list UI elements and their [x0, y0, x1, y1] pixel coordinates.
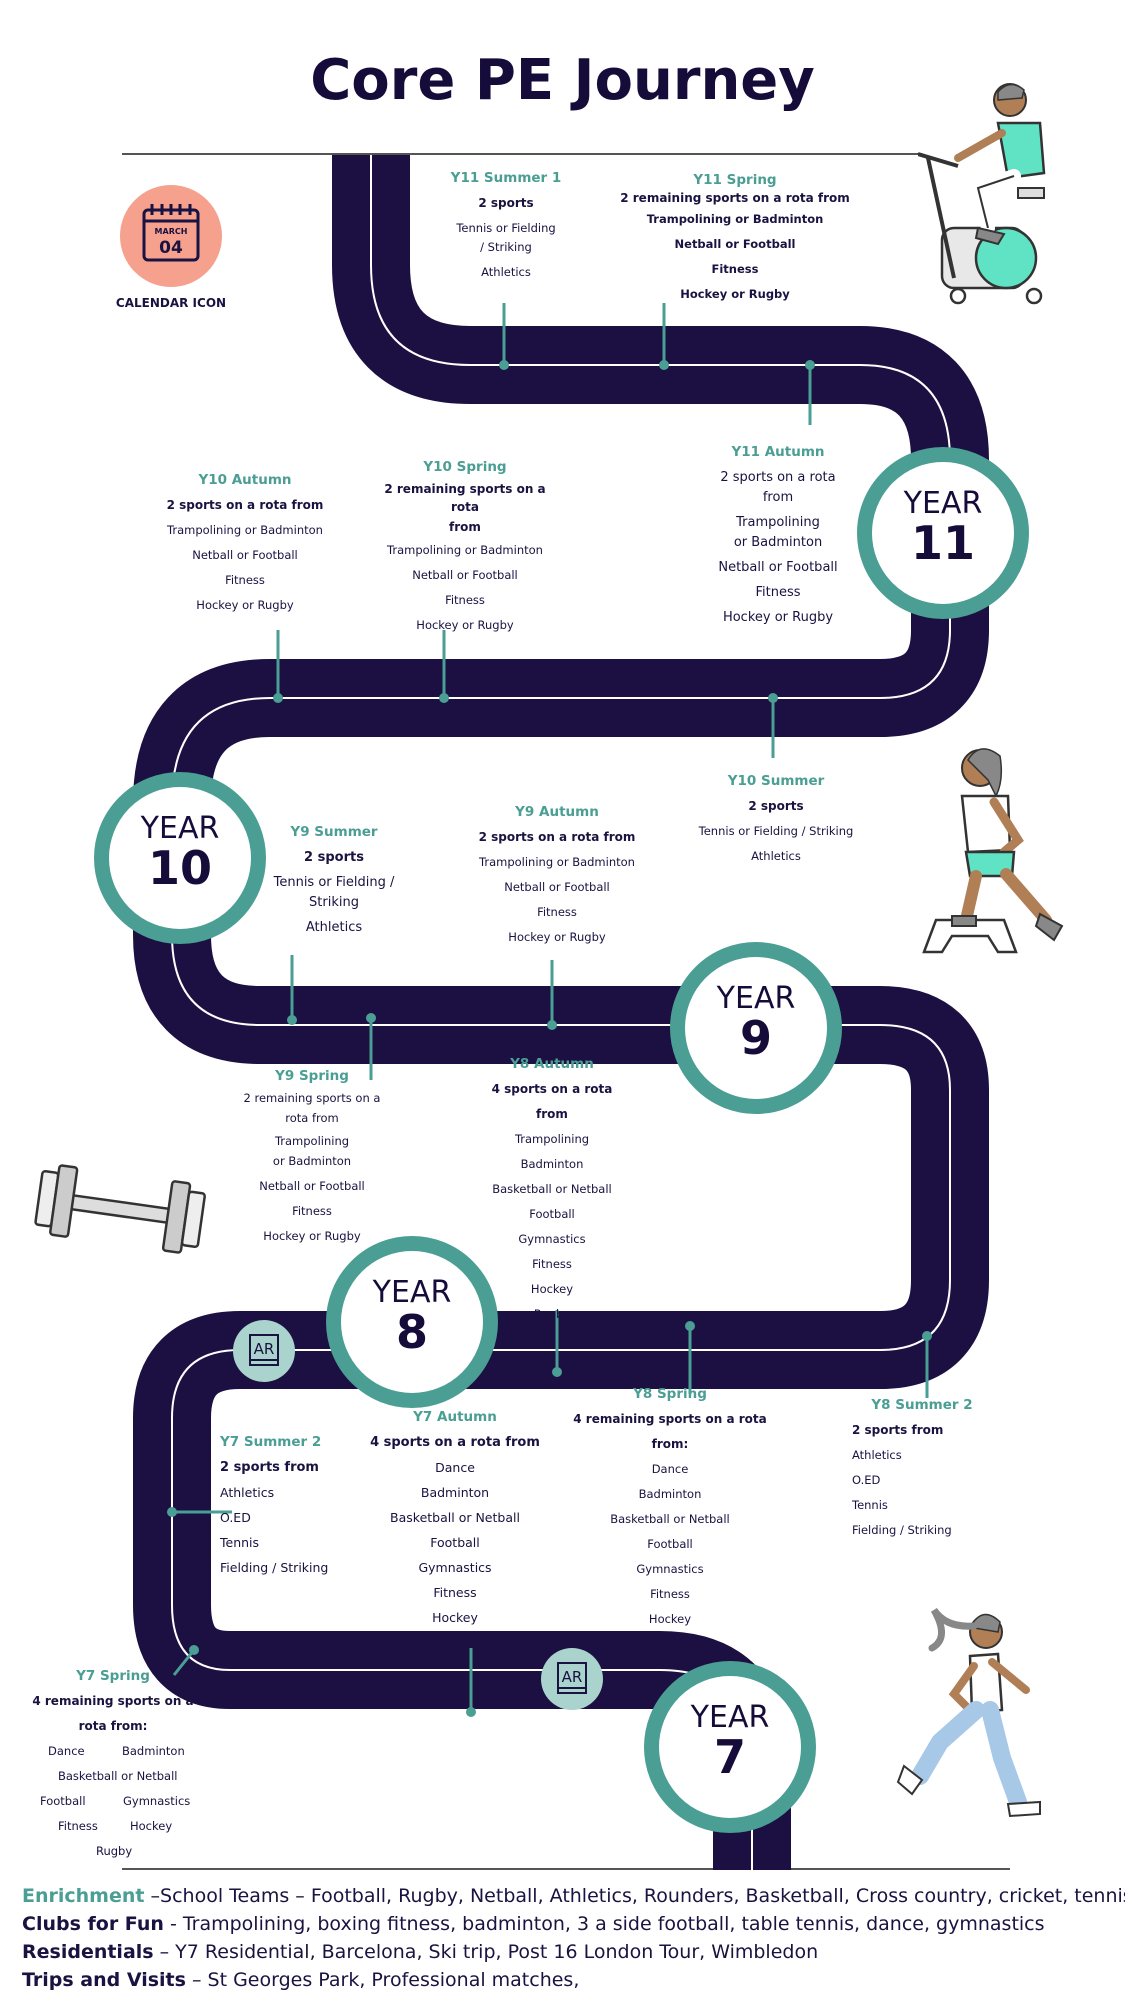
term-y9-spring: Y9 Spring 2 remaining sports on a rota f… — [243, 1068, 381, 1243]
dumbbell-icon — [34, 1164, 206, 1254]
road-lane-line — [171, 155, 951, 1870]
calendar-day: 04 — [159, 238, 183, 258]
ar-book-icon: AR — [541, 1648, 603, 1710]
footer-clubs: Clubs for Fun - Trampolining, boxing fit… — [22, 1913, 1045, 1935]
year-8-badge: YEAR 8 — [326, 1236, 498, 1408]
page-title: Core PE Journey — [310, 48, 815, 113]
footer-notes: Enrichment –School Teams – Football, Rug… — [22, 1882, 1125, 1994]
term-y8-autumn: Y8 Autumn 4 sports on a rota from Trampo… — [491, 1056, 613, 1321]
ar-book-icon: AR — [233, 1320, 295, 1382]
term-y11-autumn: Y11 Autumn 2 sports on a rota from Tramp… — [718, 444, 838, 625]
term-y9-autumn: Y9 Autumn 2 sports on a rota from Trampo… — [478, 804, 636, 944]
year-label: YEAR — [690, 1700, 770, 1735]
year-label: YEAR — [903, 486, 983, 521]
year-11-badge: YEAR 11 — [857, 447, 1029, 619]
year-number: 7 — [713, 1730, 746, 1784]
term-y10-spring: Y10 Spring 2 remaining sports on a rota … — [384, 459, 546, 632]
year-label: YEAR — [716, 981, 796, 1016]
year-label: YEAR — [372, 1275, 452, 1310]
term-y9-summer: Y9 Summer 2 sports Tennis or Fielding / … — [273, 824, 395, 935]
footer-residentials: Residentials – Y7 Residential, Barcelona… — [22, 1941, 819, 1963]
year-number: 8 — [395, 1305, 428, 1359]
term-y8-spring: Y8 Spring 4 remaining sports on a rota f… — [573, 1386, 767, 1651]
running-woman-icon — [896, 1607, 1041, 1818]
term-y7-autumn: Y7 Autumn 4 sports on a rota from Dance … — [370, 1409, 540, 1625]
year-number: 9 — [739, 1011, 772, 1065]
exercise-bike-cyclist-icon — [918, 83, 1046, 305]
year-7-badge: YEAR 7 — [644, 1661, 816, 1833]
term-y10-summer: Y10 Summer 2 sports Tennis or Fielding /… — [698, 773, 854, 863]
term-y7-summer2: Y7 Summer 2 2 sports from Athletics O.ED… — [220, 1434, 329, 1575]
step-exercise-person-icon — [922, 748, 1064, 954]
term-y11-summer1: Y11 Summer 1 2 sports Tennis or Fielding… — [450, 170, 562, 279]
calendar-icon: MARCH 04 — [120, 185, 222, 287]
year-label: YEAR — [140, 811, 220, 846]
year-number: 10 — [147, 841, 212, 895]
year-number: 11 — [910, 516, 975, 570]
top-divider — [122, 153, 922, 155]
year-9-badge: YEAR 9 — [670, 942, 842, 1114]
footer-enrichment: Enrichment –School Teams – Football, Rug… — [22, 1885, 1125, 1907]
term-y10-autumn: Y10 Autumn 2 sports on a rota from Tramp… — [166, 472, 324, 612]
calendar-month: MARCH — [155, 227, 188, 236]
term-y7-spring: Y7 Spring 4 remaining sports on a rota f… — [32, 1668, 194, 1858]
milestone-markers — [167, 303, 932, 1717]
term-y11-spring: Y11 Spring 2 remaining sports on a rota … — [620, 172, 850, 301]
calendar-label: CALENDAR ICON — [115, 296, 227, 310]
bottom-divider — [122, 1868, 1010, 1870]
footer-trips: Trips and Visits – St Georges Park, Prof… — [22, 1969, 580, 1991]
term-y8-summer2: Y8 Summer 2 2 sports from Athletics O.ED… — [852, 1397, 973, 1537]
year-10-badge: YEAR 10 — [94, 772, 266, 944]
